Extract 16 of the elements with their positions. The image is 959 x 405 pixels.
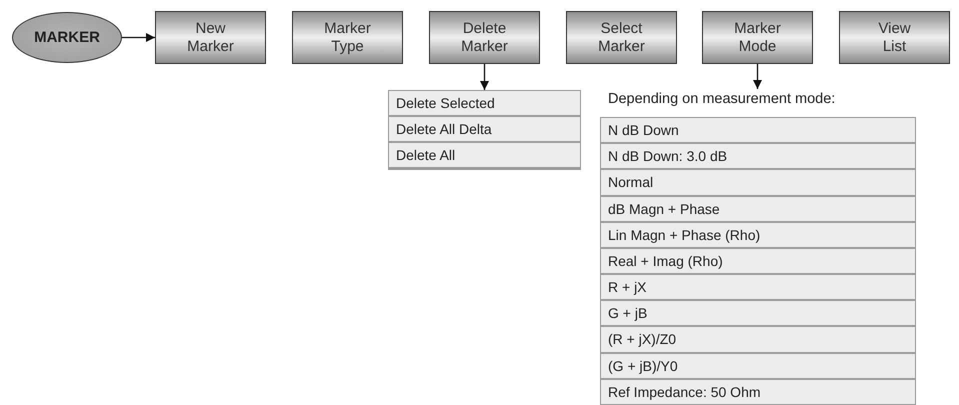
menu-item: Ref Impedance: 50 Ohm	[601, 380, 915, 405]
softkey: Marker Type	[292, 11, 403, 64]
menu-item: dB Magn + Phase	[601, 196, 915, 223]
softkey: Select Marker	[566, 11, 677, 64]
menu-item: Lin Magn + Phase (Rho)	[601, 222, 915, 249]
softkey: View List	[839, 11, 950, 64]
softkey: Delete Marker	[429, 11, 540, 64]
start-oval: MARKER	[12, 12, 122, 63]
list-heading: Depending on measurement mode:	[608, 91, 836, 107]
arrow	[122, 33, 155, 42]
menu-item: (G + jB)/Y0	[601, 354, 915, 380]
arrow	[753, 64, 762, 89]
softkey: New Marker	[155, 11, 266, 64]
menu-list	[388, 90, 581, 170]
arrow	[480, 64, 489, 90]
softkey: Marker Mode	[702, 11, 813, 64]
